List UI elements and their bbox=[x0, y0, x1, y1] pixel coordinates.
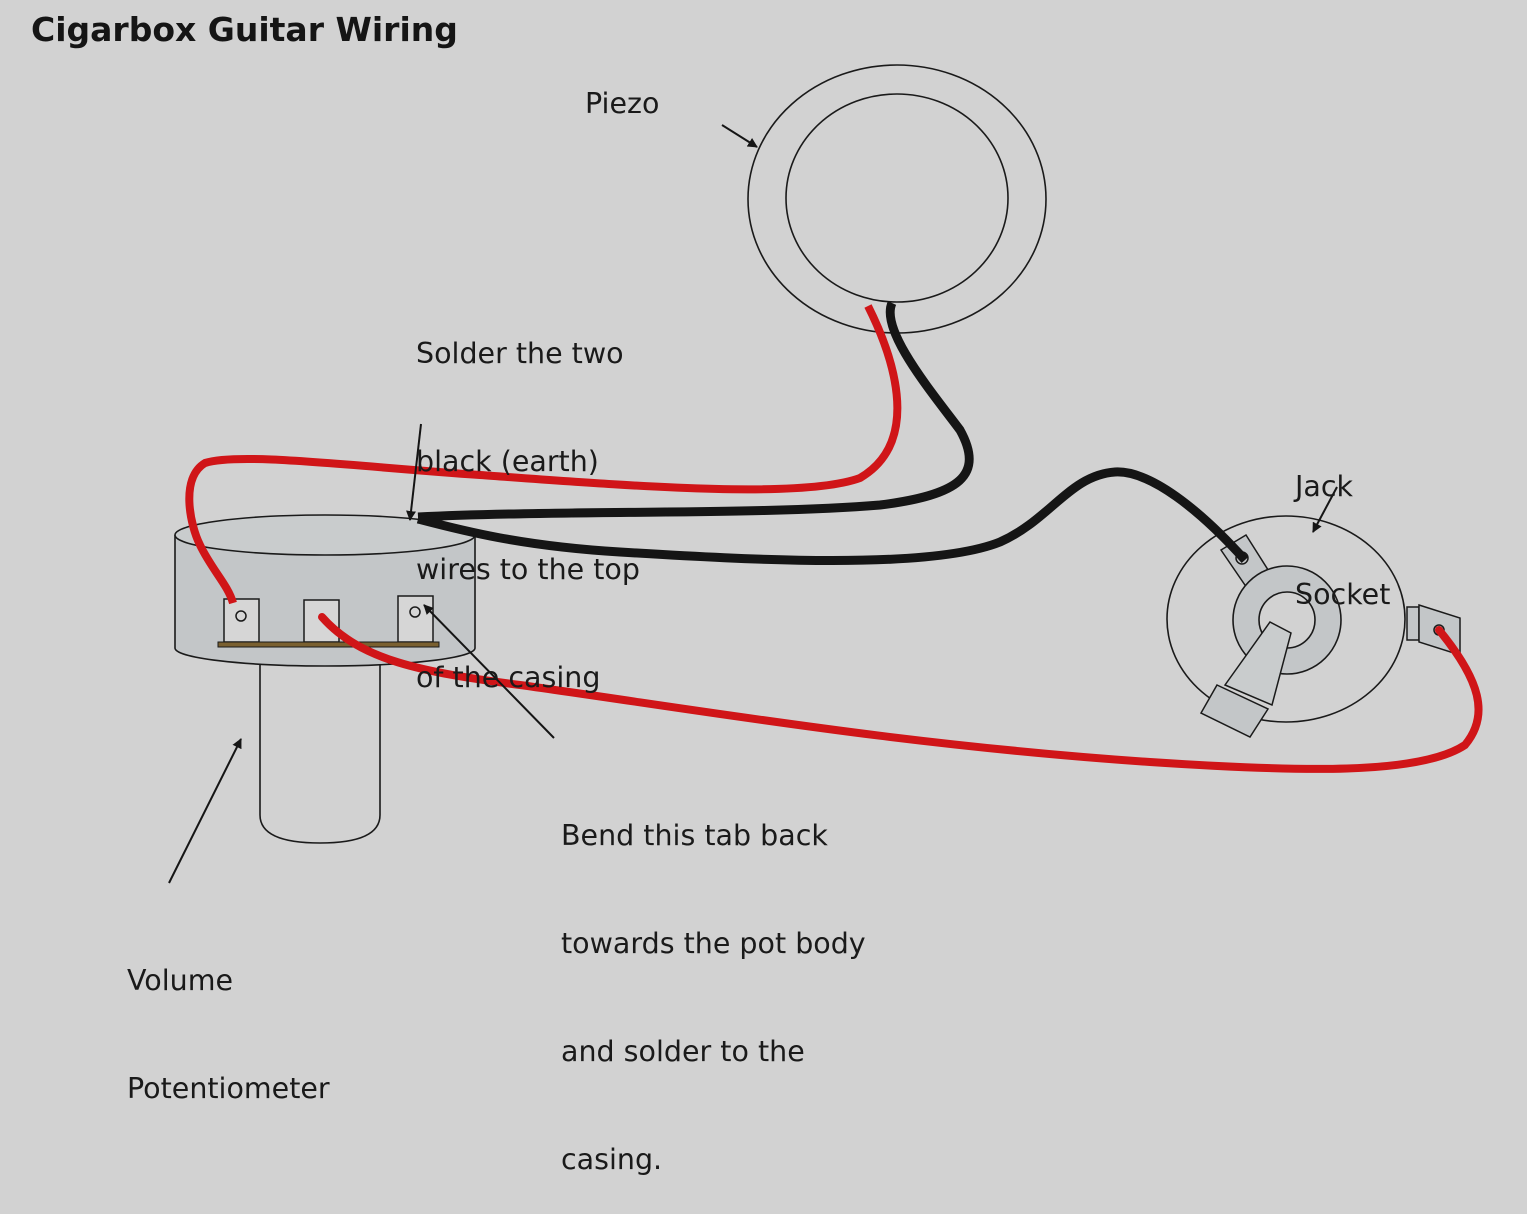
bend-note-line: casing. bbox=[561, 1143, 663, 1176]
solder-note: Solder the two black (earth) wires to th… bbox=[416, 264, 640, 732]
bend-note: Bend this tab back towards the pot body … bbox=[561, 746, 866, 1214]
pot-solder-strip bbox=[217, 641, 440, 648]
piezo-outer-ring bbox=[747, 64, 1047, 334]
red-wire-piezo-to-pot bbox=[185, 304, 902, 605]
piezo-label: Piezo bbox=[585, 87, 660, 120]
jack-contact-tip bbox=[1199, 684, 1270, 738]
volume-pot-arrow bbox=[168, 738, 242, 884]
solder-note-line: black (earth) bbox=[416, 445, 599, 478]
bend-note-line: towards the pot body bbox=[561, 927, 866, 960]
jack-socket-arrow bbox=[1312, 486, 1338, 533]
piezo-arrow bbox=[721, 124, 758, 148]
solder-note-arrow bbox=[406, 423, 422, 521]
piezo-inner-ring bbox=[785, 93, 1009, 303]
diagram-title: Cigarbox Guitar Wiring bbox=[31, 10, 458, 49]
jack-tip-lug-base bbox=[1406, 606, 1420, 641]
wiring-diagram bbox=[168, 64, 1483, 884]
solder-note-line: Solder the two bbox=[416, 337, 624, 370]
bend-note-line: and solder to the bbox=[561, 1035, 805, 1068]
jack-socket-label: Jack Socket bbox=[1295, 397, 1390, 649]
red-wire-pot-to-jack bbox=[318, 613, 1483, 773]
pot-lug-3 bbox=[397, 595, 434, 643]
solder-note-line: wires to the top bbox=[416, 553, 640, 586]
jack-spring-contact bbox=[1223, 621, 1292, 707]
volume-pot-label-line: Potentiometer bbox=[127, 1072, 330, 1105]
jack-socket-label-line: Jack bbox=[1295, 470, 1354, 503]
bend-note-line: Bend this tab back bbox=[561, 819, 828, 852]
black-wire-jack-to-pot bbox=[416, 467, 1249, 565]
pot-shaft bbox=[259, 660, 381, 844]
volume-pot-label-line: Volume bbox=[127, 964, 233, 997]
jack-socket-label-line: Socket bbox=[1295, 578, 1391, 611]
bend-note-arrow bbox=[423, 604, 555, 739]
black-wire-piezo-to-pot bbox=[417, 301, 974, 522]
solder-note-line: of the casing bbox=[416, 661, 601, 694]
pot-body bbox=[174, 514, 476, 667]
jack-plate bbox=[1166, 515, 1406, 723]
piezo-disc bbox=[747, 64, 1047, 334]
volume-pot-label: Volume Potentiometer bbox=[127, 891, 330, 1143]
